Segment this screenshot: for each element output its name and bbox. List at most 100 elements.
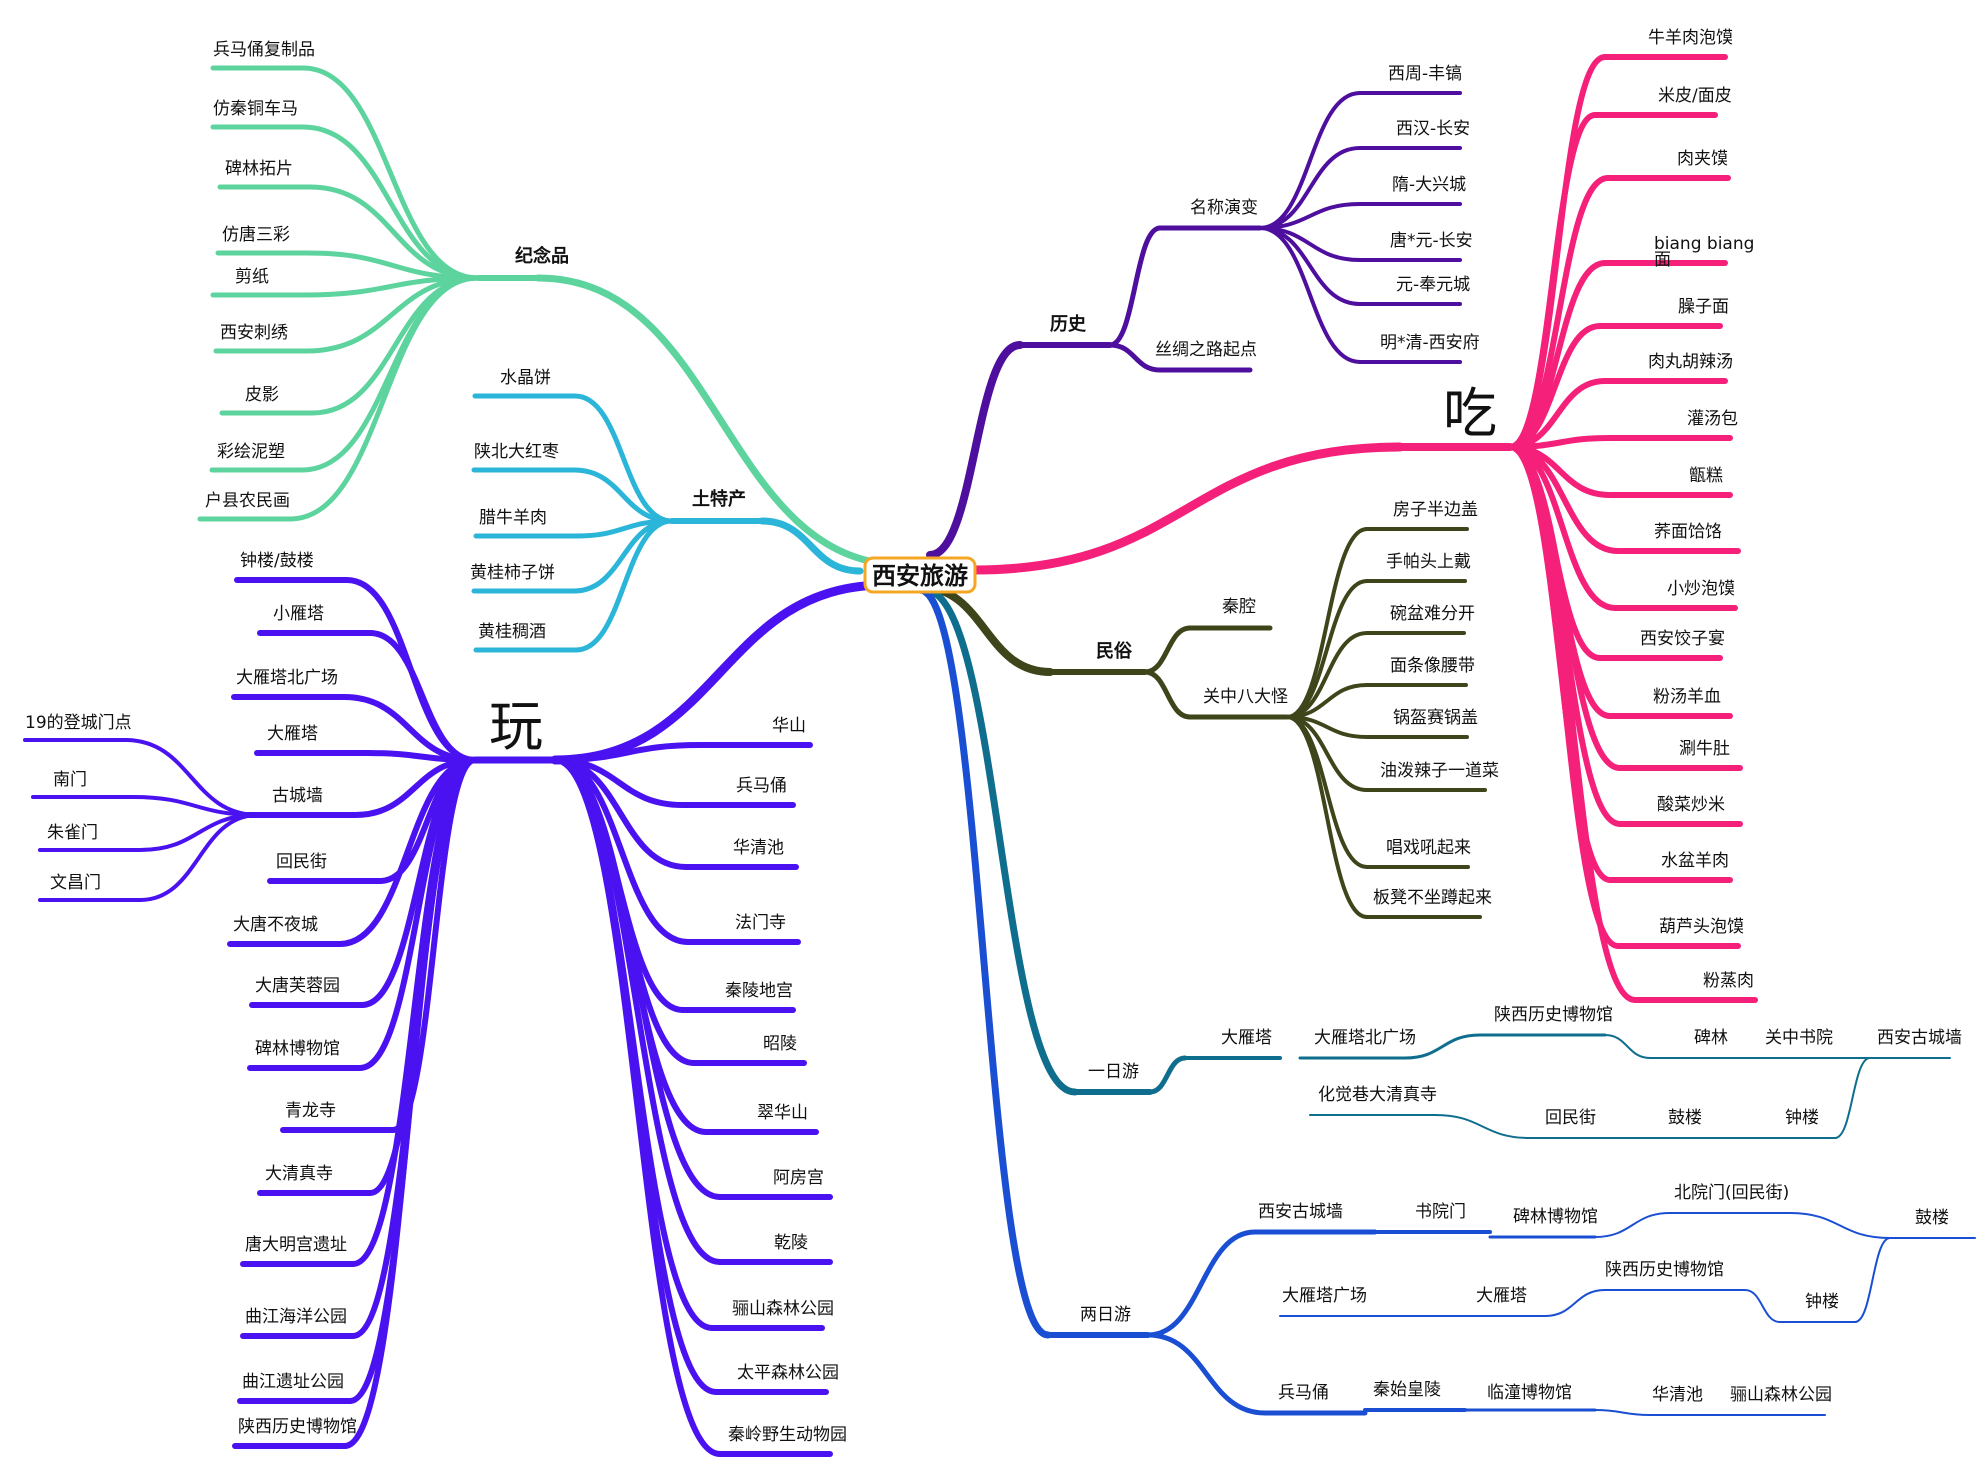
souvenir-item[interactable]: 户县农民画 bbox=[205, 491, 290, 511]
route-stop[interactable]: 化觉巷大清真寺 bbox=[1318, 1085, 1437, 1105]
eat-item[interactable]: 肉夹馍 bbox=[1677, 149, 1728, 169]
play-left-item[interactable]: 曲江海洋公园 bbox=[245, 1307, 347, 1327]
play-right-item[interactable]: 乾陵 bbox=[774, 1233, 808, 1253]
play-left-item[interactable]: 碑林博物馆 bbox=[255, 1039, 340, 1059]
eat-item[interactable]: 葫芦头泡馍 bbox=[1659, 917, 1744, 937]
eat-branch-label[interactable]: 吃 bbox=[1443, 382, 1497, 445]
route-stop[interactable]: 碑林 bbox=[1694, 1028, 1728, 1048]
eight-oddities-label[interactable]: 关中八大怪 bbox=[1203, 687, 1288, 707]
souvenir-item[interactable]: 仿秦铜车马 bbox=[213, 99, 298, 119]
play-left-item[interactable]: 回民街 bbox=[276, 852, 327, 872]
route-stop[interactable]: 华清池 bbox=[1652, 1385, 1703, 1405]
play-right-item[interactable]: 秦岭野生动物园 bbox=[728, 1425, 847, 1445]
two-day-label[interactable]: 两日游 bbox=[1080, 1305, 1131, 1325]
route-stop[interactable]: 骊山森林公园 bbox=[1730, 1385, 1832, 1405]
play-right-item[interactable]: 秦陵地宫 bbox=[725, 981, 793, 1001]
name-change-item[interactable]: 西汉-长安 bbox=[1396, 119, 1470, 139]
folk-branch-label[interactable]: 民俗 bbox=[1096, 640, 1133, 662]
specialty-item[interactable]: 水晶饼 bbox=[500, 368, 551, 388]
route-stop[interactable]: 陕西历史博物馆 bbox=[1605, 1260, 1724, 1280]
route-stop[interactable]: 关中书院 bbox=[1765, 1028, 1833, 1048]
play-right-item[interactable]: 昭陵 bbox=[763, 1034, 797, 1054]
specialty-item[interactable]: 陕北大红枣 bbox=[474, 442, 559, 462]
play-left-item[interactable]: 大唐不夜城 bbox=[233, 914, 318, 935]
route-stop[interactable]: 陕西历史博物馆 bbox=[1494, 1005, 1613, 1025]
play-left-item[interactable]: 曲江遗址公园 bbox=[242, 1372, 344, 1392]
oddity-item[interactable]: 锅盔赛锅盖 bbox=[1393, 707, 1478, 728]
eat-item[interactable]: 西安饺子宴 bbox=[1640, 629, 1725, 649]
souvenir-item[interactable]: 西安刺绣 bbox=[220, 323, 288, 343]
play-left-item[interactable]: 大雁塔 bbox=[267, 724, 318, 744]
root-node[interactable] bbox=[863, 556, 977, 594]
route-stop[interactable]: 钟楼 bbox=[1805, 1292, 1839, 1312]
route-stop[interactable]: 大雁塔北广场 bbox=[1314, 1028, 1416, 1048]
eat-item[interactable]: 臊子面 bbox=[1678, 297, 1729, 317]
route-stop[interactable]: 大雁塔 bbox=[1221, 1028, 1272, 1048]
silk-road-label[interactable]: 丝绸之路起点 bbox=[1155, 340, 1257, 360]
eat-item[interactable]: 涮牛肚 bbox=[1679, 739, 1730, 759]
route-stop[interactable]: 临潼博物馆 bbox=[1487, 1383, 1572, 1403]
oddity-item[interactable]: 油泼辣子一道菜 bbox=[1380, 761, 1499, 781]
name-change-label[interactable]: 名称演变 bbox=[1190, 198, 1258, 218]
eat-item[interactable]: 酸菜炒米 bbox=[1657, 795, 1725, 815]
city-wall-item[interactable]: 朱雀门 bbox=[47, 823, 98, 843]
play-right-item[interactable]: 法门寺 bbox=[735, 913, 786, 933]
opera-label[interactable]: 秦腔 bbox=[1222, 597, 1256, 617]
play-right-item[interactable]: 太平森林公园 bbox=[737, 1363, 839, 1383]
route-stop[interactable]: 兵马俑 bbox=[1278, 1383, 1329, 1403]
oddity-item[interactable]: 板凳不坐蹲起来 bbox=[1373, 888, 1492, 908]
root-node-label[interactable]: 西安旅游 bbox=[872, 562, 968, 590]
route-stop[interactable]: 碑林博物馆 bbox=[1513, 1207, 1598, 1227]
route-stop[interactable]: 北院门(回民街) bbox=[1674, 1183, 1789, 1203]
name-change-item[interactable]: 明*清-西安府 bbox=[1380, 333, 1480, 353]
oddity-item[interactable]: 碗盆难分开 bbox=[1390, 604, 1475, 624]
play-left-item[interactable]: 大清真寺 bbox=[265, 1164, 333, 1184]
souvenir-branch-label[interactable]: 纪念品 bbox=[515, 245, 569, 267]
play-branch-label[interactable]: 玩 bbox=[489, 695, 543, 758]
play-right-item[interactable]: 兵马俑 bbox=[736, 776, 787, 796]
play-left-item[interactable]: 陕西历史博物馆 bbox=[238, 1417, 357, 1437]
route-end[interactable]: 鼓楼 bbox=[1915, 1208, 1949, 1228]
route-stop[interactable]: 鼓楼 bbox=[1668, 1108, 1702, 1128]
name-change-item[interactable]: 唐*元-长安 bbox=[1390, 230, 1473, 251]
eat-item[interactable]: 水盆羊肉 bbox=[1661, 851, 1729, 871]
play-right-item[interactable]: 华清池 bbox=[733, 838, 784, 858]
route-stop[interactable]: 大雁塔广场 bbox=[1282, 1286, 1367, 1306]
history-branch-label[interactable]: 历史 bbox=[1050, 313, 1087, 335]
souvenir-item[interactable]: 彩绘泥塑 bbox=[217, 442, 285, 462]
eat-item[interactable]: 荞面饸饹 bbox=[1654, 522, 1722, 542]
city-wall-item[interactable]: 文昌门 bbox=[50, 873, 101, 893]
route-stop[interactable]: 书院门 bbox=[1415, 1202, 1466, 1222]
eat-item[interactable]: 粉蒸肉 bbox=[1703, 971, 1754, 991]
one-day-label[interactable]: 一日游 bbox=[1088, 1062, 1139, 1082]
eat-item[interactable]: 甑糕 bbox=[1689, 466, 1723, 486]
city-wall-item[interactable]: 南门 bbox=[53, 770, 87, 790]
name-change-item[interactable]: 隋-大兴城 bbox=[1392, 175, 1466, 195]
name-change-item[interactable]: 元-奉元城 bbox=[1396, 275, 1470, 295]
play-left-item[interactable]: 大唐芙蓉园 bbox=[255, 975, 340, 996]
oddity-item[interactable]: 房子半边盖 bbox=[1393, 500, 1478, 520]
specialty-item[interactable]: 黄桂柿子饼 bbox=[470, 563, 555, 583]
play-right-item[interactable]: 华山 bbox=[772, 716, 806, 736]
city-wall-item[interactable]: 19的登城门点 bbox=[25, 713, 132, 733]
play-left-item[interactable]: 小雁塔 bbox=[273, 604, 324, 624]
play-left-item[interactable]: 唐大明宫遗址 bbox=[245, 1234, 347, 1255]
oddity-item[interactable]: 手帕头上戴 bbox=[1386, 552, 1471, 572]
eat-item[interactable]: 肉丸胡辣汤 bbox=[1648, 352, 1733, 372]
play-left-item[interactable]: 大雁塔北广场 bbox=[236, 668, 338, 688]
souvenir-item[interactable]: 仿唐三彩 bbox=[222, 224, 290, 245]
specialty-branch-label[interactable]: 土特产 bbox=[692, 488, 746, 510]
souvenir-item[interactable]: 皮影 bbox=[245, 385, 279, 405]
play-right-item[interactable]: 骊山森林公园 bbox=[732, 1299, 834, 1319]
eat-item[interactable]: 灌汤包 bbox=[1687, 409, 1738, 429]
souvenir-item[interactable]: 剪纸 bbox=[235, 267, 269, 287]
route-stop[interactable]: 西安古城墙 bbox=[1258, 1202, 1343, 1222]
play-left-item[interactable]: 青龙寺 bbox=[285, 1101, 336, 1121]
route-stop[interactable]: 大雁塔 bbox=[1476, 1286, 1527, 1306]
oddity-item[interactable]: 唱戏吼起来 bbox=[1386, 838, 1471, 858]
eat-item[interactable]: 小炒泡馍 bbox=[1667, 579, 1735, 599]
route-stop[interactable]: 回民街 bbox=[1545, 1108, 1596, 1128]
eat-item[interactable]: 牛羊肉泡馍 bbox=[1648, 28, 1733, 48]
eat-item[interactable]: 粉汤羊血 bbox=[1653, 687, 1721, 707]
oddity-item[interactable]: 面条像腰带 bbox=[1390, 656, 1475, 676]
